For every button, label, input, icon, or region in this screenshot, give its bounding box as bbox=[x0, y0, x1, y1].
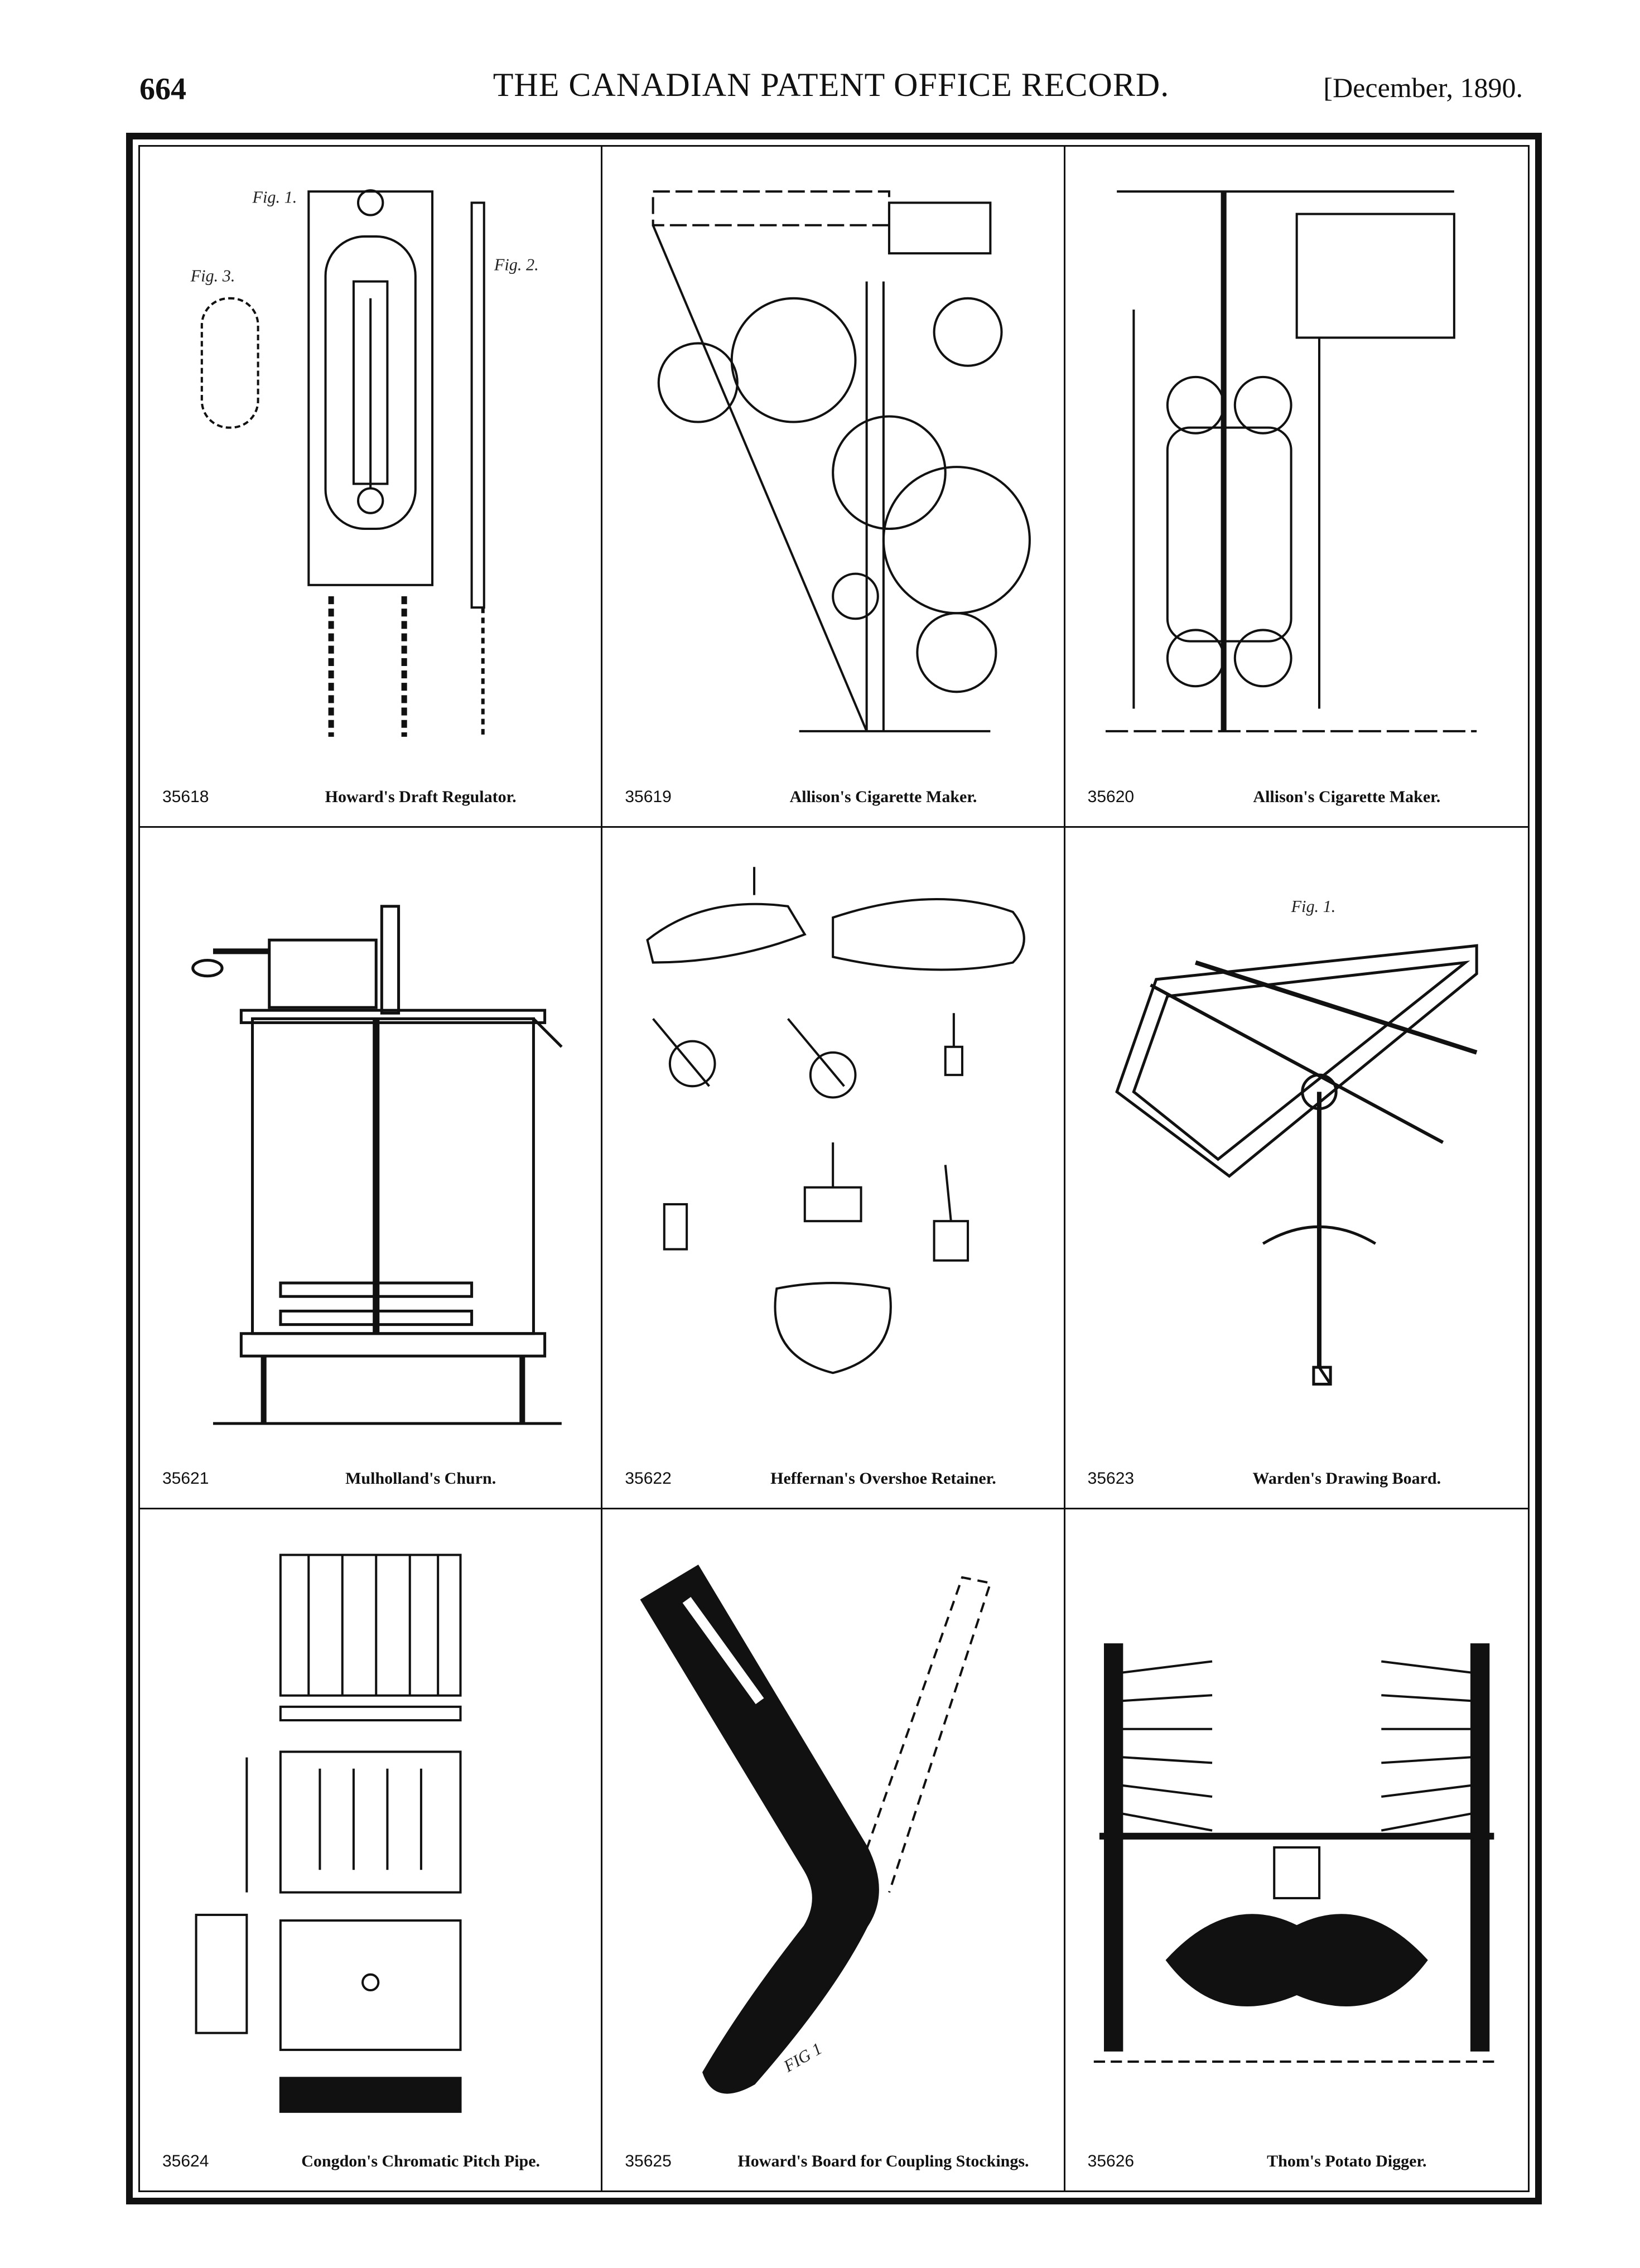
patent-grid: Fig. 1. Fig. 2. Fig. 3. 35618 Howard's D… bbox=[138, 145, 1530, 2192]
patent-title: Allison's Cigarette Maker. bbox=[789, 788, 977, 807]
patent-drawing: FIG 1 bbox=[619, 1532, 1046, 2129]
overshoe-retainer-drawing bbox=[646, 867, 1026, 1374]
patent-number: 35619 bbox=[625, 788, 672, 807]
patent-number: 35623 bbox=[1087, 1469, 1135, 1488]
figure-label: Fig. 3. bbox=[190, 267, 235, 286]
patent-drawing bbox=[619, 169, 1046, 765]
patent-drawing bbox=[1082, 1532, 1511, 2129]
patent-caption: 35619 Allison's Cigarette Maker. bbox=[625, 780, 1041, 814]
page-number: 664 bbox=[139, 72, 186, 107]
patent-cell-35618: Fig. 1. Fig. 2. Fig. 3. 35618 Howard's D… bbox=[140, 147, 603, 828]
patent-cell-35619: 35619 Allison's Cigarette Maker. bbox=[602, 147, 1065, 828]
patent-drawing bbox=[157, 850, 584, 1446]
potato-digger-drawing bbox=[1093, 1643, 1500, 2063]
patent-drawing bbox=[619, 850, 1046, 1446]
pitch-pipe-drawing bbox=[195, 1553, 462, 2113]
patent-caption: 35623 Warden's Drawing Board. bbox=[1088, 1462, 1506, 1495]
patent-caption: 35625 Howard's Board for Coupling Stocki… bbox=[625, 2145, 1041, 2178]
patent-cell-35623: Fig. 1. 35623 Warden's Drawing Board. bbox=[1065, 828, 1528, 1509]
stocking-board-drawing: FIG 1 bbox=[640, 1564, 992, 2094]
patent-cell-35620: 35620 Allison's Cigarette Maker. bbox=[1065, 147, 1528, 828]
patent-drawing bbox=[157, 1532, 584, 2129]
drawing-board-drawing: Fig. 1. bbox=[1115, 897, 1478, 1386]
churn-drawing bbox=[191, 905, 563, 1425]
patent-caption: 35622 Heffernan's Overshoe Retainer. bbox=[625, 1462, 1041, 1495]
figure-label: Fig. 1. bbox=[1290, 897, 1335, 916]
patent-cell-35622: 35622 Heffernan's Overshoe Retainer. bbox=[602, 828, 1065, 1509]
patent-title: Heffernan's Overshoe Retainer. bbox=[770, 1469, 996, 1488]
cigarette-maker-front-drawing bbox=[1105, 190, 1477, 732]
patent-caption: 35618 Howard's Draft Regulator. bbox=[162, 780, 578, 814]
running-title: THE CANADIAN PATENT OFFICE RECORD. bbox=[493, 66, 1170, 103]
patent-caption: 35620 Allison's Cigarette Maker. bbox=[1088, 780, 1506, 814]
figure-label: Fig. 1. bbox=[252, 187, 297, 206]
patent-caption: 35626 Thom's Potato Digger. bbox=[1088, 2145, 1506, 2178]
patent-cell-35625: FIG 1 35625 Howard's Board for Coupling … bbox=[602, 1509, 1065, 2190]
patent-title: Warden's Drawing Board. bbox=[1252, 1469, 1441, 1488]
patent-number: 35622 bbox=[625, 1469, 672, 1488]
patent-cell-35621: 35621 Mulholland's Churn. bbox=[140, 828, 603, 1509]
patent-number: 35624 bbox=[162, 2152, 209, 2170]
patent-number: 35626 bbox=[1087, 2152, 1135, 2170]
patent-title: Thom's Potato Digger. bbox=[1267, 2152, 1427, 2170]
patent-title: Howard's Draft Regulator. bbox=[325, 788, 517, 807]
patent-title: Allison's Cigarette Maker. bbox=[1253, 788, 1441, 807]
patent-title: Howard's Board for Coupling Stockings. bbox=[737, 2152, 1029, 2170]
patent-caption: 35621 Mulholland's Churn. bbox=[162, 1462, 578, 1495]
patent-caption: 35624 Congdon's Chromatic Pitch Pipe. bbox=[162, 2145, 578, 2178]
patent-plate-frame: Fig. 1. Fig. 2. Fig. 3. 35618 Howard's D… bbox=[126, 133, 1542, 2204]
draft-regulator-drawing: Fig. 1. Fig. 2. Fig. 3. bbox=[190, 187, 539, 737]
patent-number: 35620 bbox=[1087, 788, 1135, 807]
patent-title: Mulholland's Churn. bbox=[345, 1469, 496, 1488]
patent-cell-35626: 35626 Thom's Potato Digger. bbox=[1065, 1509, 1528, 2190]
patent-drawing: Fig. 1. bbox=[1082, 850, 1511, 1446]
patent-number: 35618 bbox=[162, 788, 209, 807]
patent-number: 35625 bbox=[625, 2152, 672, 2170]
figure-label: Fig. 2. bbox=[494, 255, 539, 274]
cigarette-maker-side-drawing bbox=[652, 190, 1031, 732]
patent-drawing: Fig. 1. Fig. 2. Fig. 3. bbox=[157, 169, 584, 765]
patent-number: 35621 bbox=[162, 1469, 209, 1488]
patent-title: Congdon's Chromatic Pitch Pipe. bbox=[301, 2152, 541, 2170]
patent-drawing bbox=[1082, 169, 1511, 765]
page-header: 664 THE CANADIAN PATENT OFFICE RECORD. [… bbox=[139, 66, 1523, 127]
patent-cell-35624: 35624 Congdon's Chromatic Pitch Pipe. bbox=[140, 1509, 603, 2190]
issue-date: [December, 1890. bbox=[1323, 72, 1523, 103]
